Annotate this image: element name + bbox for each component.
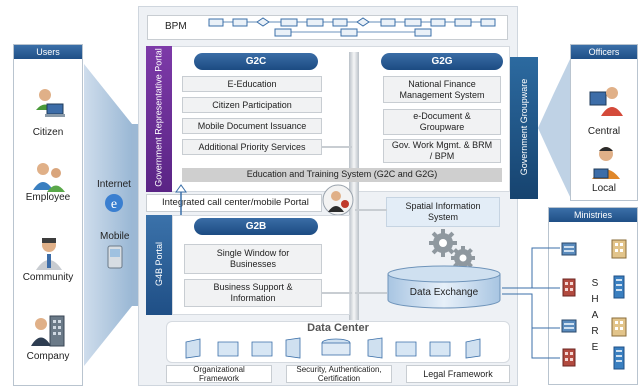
government-representative-portal-bar: Government Representative Portal: [146, 46, 172, 192]
internet-label: Internet: [97, 179, 131, 190]
data-center-title: Data Center: [307, 322, 369, 334]
users-panel: Users: [13, 44, 83, 386]
education-training-bar: Education and Training System (G2C and G…: [182, 168, 502, 182]
central-officer-icon: [588, 84, 624, 118]
community-icon: [33, 236, 65, 272]
employee-label: Employee: [25, 192, 71, 203]
ministry-building-icon-2: [560, 277, 578, 297]
g2c-item-e-education: E-Education: [182, 76, 322, 92]
g2c-item-mobile-document-issuance: Mobile Document Issuance: [182, 118, 322, 134]
share-letter-a: A: [591, 310, 599, 321]
svg-text:e: e: [111, 197, 117, 212]
g2c-header: G2C: [194, 53, 318, 70]
citizen-label: Citizen: [32, 127, 64, 138]
data-exchange-connector: [355, 292, 387, 294]
g2b-item-single-window: Single Window for Businesses: [184, 244, 322, 274]
spatial-connector: [355, 209, 387, 211]
g2b-connector: [322, 292, 352, 294]
government-representative-portal-label: Government Representative Portal: [154, 45, 165, 191]
g2c-item-citizen-participation: Citizen Participation: [182, 97, 322, 113]
company-label: Company: [26, 351, 70, 362]
security-authentication-box: Security, Authentication, Certification: [286, 365, 392, 383]
g2g-item-work-management: Gov. Work Mgmt. & BRM / BPM: [383, 139, 501, 163]
data-exchange-label: Data Exchange: [409, 287, 479, 298]
g2g-header: G2G: [381, 53, 503, 70]
g2b-item-business-support: Business Support & Information: [184, 279, 322, 307]
central-label: Central: [587, 126, 621, 137]
company-icon: [30, 312, 68, 348]
spatial-information-system: Spatial Information System: [386, 197, 500, 227]
ministry-building-icon-3: [609, 315, 629, 337]
bpm-bar: [147, 15, 508, 40]
bpm-process-flow-icon: [205, 16, 505, 38]
g2b-header: G2B: [194, 218, 318, 235]
call-center-bar: [146, 194, 322, 212]
bpm-label: BPM: [165, 21, 187, 32]
ministries-connector-lines: [502, 240, 564, 365]
internet-icon: e: [103, 192, 125, 214]
g2c-item-additional-priority-services: Additional Priority Services: [182, 139, 322, 155]
share-letter-e: E: [591, 342, 599, 353]
g2g-item-national-finance: National Finance Management System: [383, 76, 501, 103]
legal-framework-box: Legal Framework: [406, 365, 510, 383]
government-groupware-bar: Government Groupware: [510, 57, 538, 199]
share-letter-h: H: [591, 294, 599, 305]
organizational-framework-box: Organizational Framework: [166, 365, 272, 383]
community-label: Community: [22, 272, 74, 283]
ministry-server-icon-2: [560, 317, 578, 335]
g2c-connector: [322, 146, 352, 148]
g2g-item-e-document: e-Document & Groupware: [383, 109, 501, 135]
employee-icon: [31, 160, 67, 194]
ministry-tower-icon-1: [611, 275, 627, 299]
center-divider-line: [349, 52, 359, 320]
call-center-operator-icon: [322, 184, 354, 216]
government-groupware-label: Government Groupware: [519, 78, 529, 176]
share-letter-r: R: [591, 326, 599, 337]
ministry-building-icon-4: [560, 347, 578, 367]
local-label: Local: [592, 183, 616, 194]
share-letters: S H A R E: [590, 276, 600, 356]
users-panel-title: Users: [14, 45, 82, 59]
officers-panel-title: Officers: [571, 45, 637, 59]
officers-panel: Officers: [570, 44, 638, 201]
mobile-label: Mobile: [100, 231, 130, 242]
gears-icon: [426, 228, 478, 272]
ministry-server-icon-1: [560, 240, 578, 258]
mobile-phone-icon: [107, 245, 123, 269]
local-officer-icon: [588, 145, 624, 181]
ministries-panel-title: Ministries: [549, 208, 637, 222]
citizen-icon: [31, 86, 67, 122]
data-center-servers-icon: [178, 336, 498, 360]
data-exchange-cylinder: [386, 264, 502, 310]
government-representative-portal-text: Government Representative Portal: [153, 48, 164, 187]
g4b-portal-bar: G4B Portal: [146, 215, 172, 315]
ministry-building-icon-1: [609, 237, 629, 259]
g4b-portal-label: G4B Portal: [154, 241, 164, 287]
call-center-label: Integrated call center/mobile Portal: [162, 197, 309, 208]
officers-arrow: [538, 55, 572, 201]
ministry-tower-icon-2: [611, 346, 627, 370]
share-letter-s: S: [591, 278, 599, 289]
